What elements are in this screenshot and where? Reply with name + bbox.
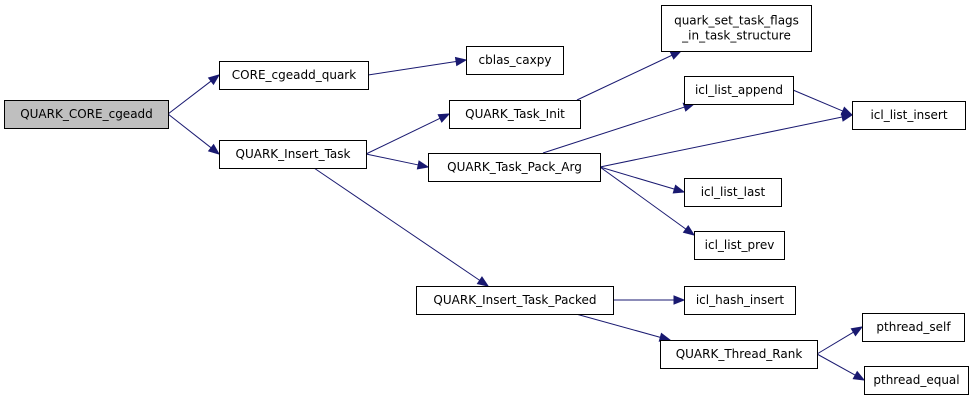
node-init[interactable]: QUARK_Task_Init: [449, 100, 581, 129]
node-box[interactable]: [4, 100, 169, 129]
node-insert[interactable]: QUARK_Insert_Task: [219, 140, 367, 169]
node-box[interactable]: [694, 231, 785, 260]
node-box[interactable]: [684, 178, 782, 207]
edge-line: [167, 80, 212, 115]
arrowhead-icon: [672, 184, 686, 194]
node-label: icl_list_insert: [870, 108, 947, 122]
arrowhead-icon: [207, 143, 221, 155]
edge-line: [575, 313, 661, 338]
edge-root-to-insert: [167, 113, 221, 155]
edge-line: [599, 166, 675, 190]
arrowhead-icon: [673, 295, 686, 305]
node-label: pthread_self: [876, 320, 951, 334]
node-linsert[interactable]: icl_list_insert: [852, 101, 966, 130]
edge-core-to-caxpy: [367, 56, 468, 76]
arrowhead-icon: [454, 56, 468, 67]
arrowhead-icon: [669, 50, 683, 60]
node-box[interactable]: [219, 61, 369, 90]
node-label: quark_set_task_flags_in_task_structure: [674, 14, 799, 43]
edge-append-to-linsert: [792, 89, 854, 116]
edge-packed-to-hash: [613, 295, 686, 305]
node-pack[interactable]: QUARK_Task_Pack_Arg: [428, 153, 601, 182]
node-root[interactable]: QUARK_CORE_cgeadd: [4, 100, 169, 129]
arrowhead-icon: [852, 370, 866, 381]
edge-rank-to-equal: [816, 353, 866, 381]
arrowhead-icon: [416, 160, 430, 170]
node-flags[interactable]: quark_set_task_flags_in_task_structure: [661, 5, 812, 52]
node-self[interactable]: pthread_self: [862, 313, 965, 342]
call-edges: [167, 50, 866, 381]
edge-pack-to-prev: [599, 166, 696, 236]
edge-line: [542, 106, 685, 154]
node-label: QUARK_Insert_Task: [236, 147, 351, 161]
node-box[interactable]: [219, 140, 367, 169]
node-label: QUARK_Thread_Rank: [676, 347, 803, 361]
node-rank[interactable]: QUARK_Thread_Rank: [660, 340, 818, 369]
node-box[interactable]: [684, 286, 796, 315]
edge-line: [167, 113, 212, 149]
arrowhead-icon: [476, 276, 490, 287]
edge-insert-to-pack: [365, 153, 430, 170]
node-box[interactable]: [864, 366, 969, 395]
node-label: icl_list_last: [701, 185, 766, 199]
node-box[interactable]: [661, 5, 812, 52]
node-label: QUARK_Task_Pack_Arg: [447, 160, 582, 174]
node-box[interactable]: [416, 286, 614, 315]
node-packed[interactable]: QUARK_Insert_Task_Packed: [416, 286, 614, 315]
function-nodes: QUARK_CORE_cgeadd CORE_cgeadd_quarkQUARK_…: [4, 5, 969, 395]
edge-init-to-flags: [576, 50, 683, 101]
edge-rank-to-self: [816, 326, 864, 355]
edge-line: [365, 117, 441, 155]
edge-line: [816, 331, 854, 355]
node-label: QUARK_Insert_Task_Packed: [433, 293, 596, 307]
node-box[interactable]: [852, 101, 966, 130]
node-label: icl_list_prev: [705, 238, 775, 252]
edge-packed-to-rank: [575, 313, 672, 342]
edge-pack-to-append: [542, 102, 696, 154]
edge-root-to-core: [167, 74, 221, 115]
arrowhead-icon: [850, 326, 864, 337]
edge-line: [365, 153, 419, 166]
node-box[interactable]: [428, 153, 601, 182]
node-label: icl_list_append: [695, 83, 783, 97]
node-label: QUARK_CORE_cgeadd: [20, 107, 153, 121]
node-box[interactable]: [449, 100, 581, 129]
node-prev[interactable]: icl_list_prev: [694, 231, 785, 260]
node-hash[interactable]: icl_hash_insert: [684, 286, 796, 315]
node-box[interactable]: [466, 46, 564, 75]
node-caxpy[interactable]: cblas_caxpy: [466, 46, 564, 75]
edge-line: [816, 353, 856, 376]
arrowhead-icon: [840, 106, 854, 116]
edge-line: [367, 61, 457, 76]
node-box[interactable]: [660, 340, 818, 369]
edge-line: [576, 54, 673, 101]
edge-pack-to-linsert: [599, 112, 854, 168]
node-label: pthread_equal: [873, 373, 959, 387]
arrowhead-icon: [207, 74, 221, 86]
node-last[interactable]: icl_list_last: [684, 178, 782, 207]
node-equal[interactable]: pthread_equal: [864, 366, 969, 395]
node-label: cblas_caxpy: [479, 53, 552, 67]
node-box[interactable]: [684, 76, 794, 105]
edge-line: [792, 89, 843, 112]
edge-insert-to-init: [365, 113, 451, 155]
edge-line: [599, 166, 687, 230]
arrowhead-icon: [437, 113, 451, 123]
edge-insert-to-packed: [313, 167, 490, 287]
node-label: icl_hash_insert: [696, 293, 785, 307]
arrowhead-icon: [682, 225, 696, 236]
edge-pack-to-last: [599, 166, 686, 194]
node-label: QUARK_Task_Init: [465, 107, 565, 121]
node-append[interactable]: icl_list_append: [684, 76, 794, 105]
node-label: CORE_cgeadd_quark: [232, 68, 356, 82]
edge-line: [599, 116, 843, 168]
node-core[interactable]: CORE_cgeadd_quark: [219, 61, 369, 90]
node-box[interactable]: [862, 313, 965, 342]
edge-line: [313, 167, 481, 281]
